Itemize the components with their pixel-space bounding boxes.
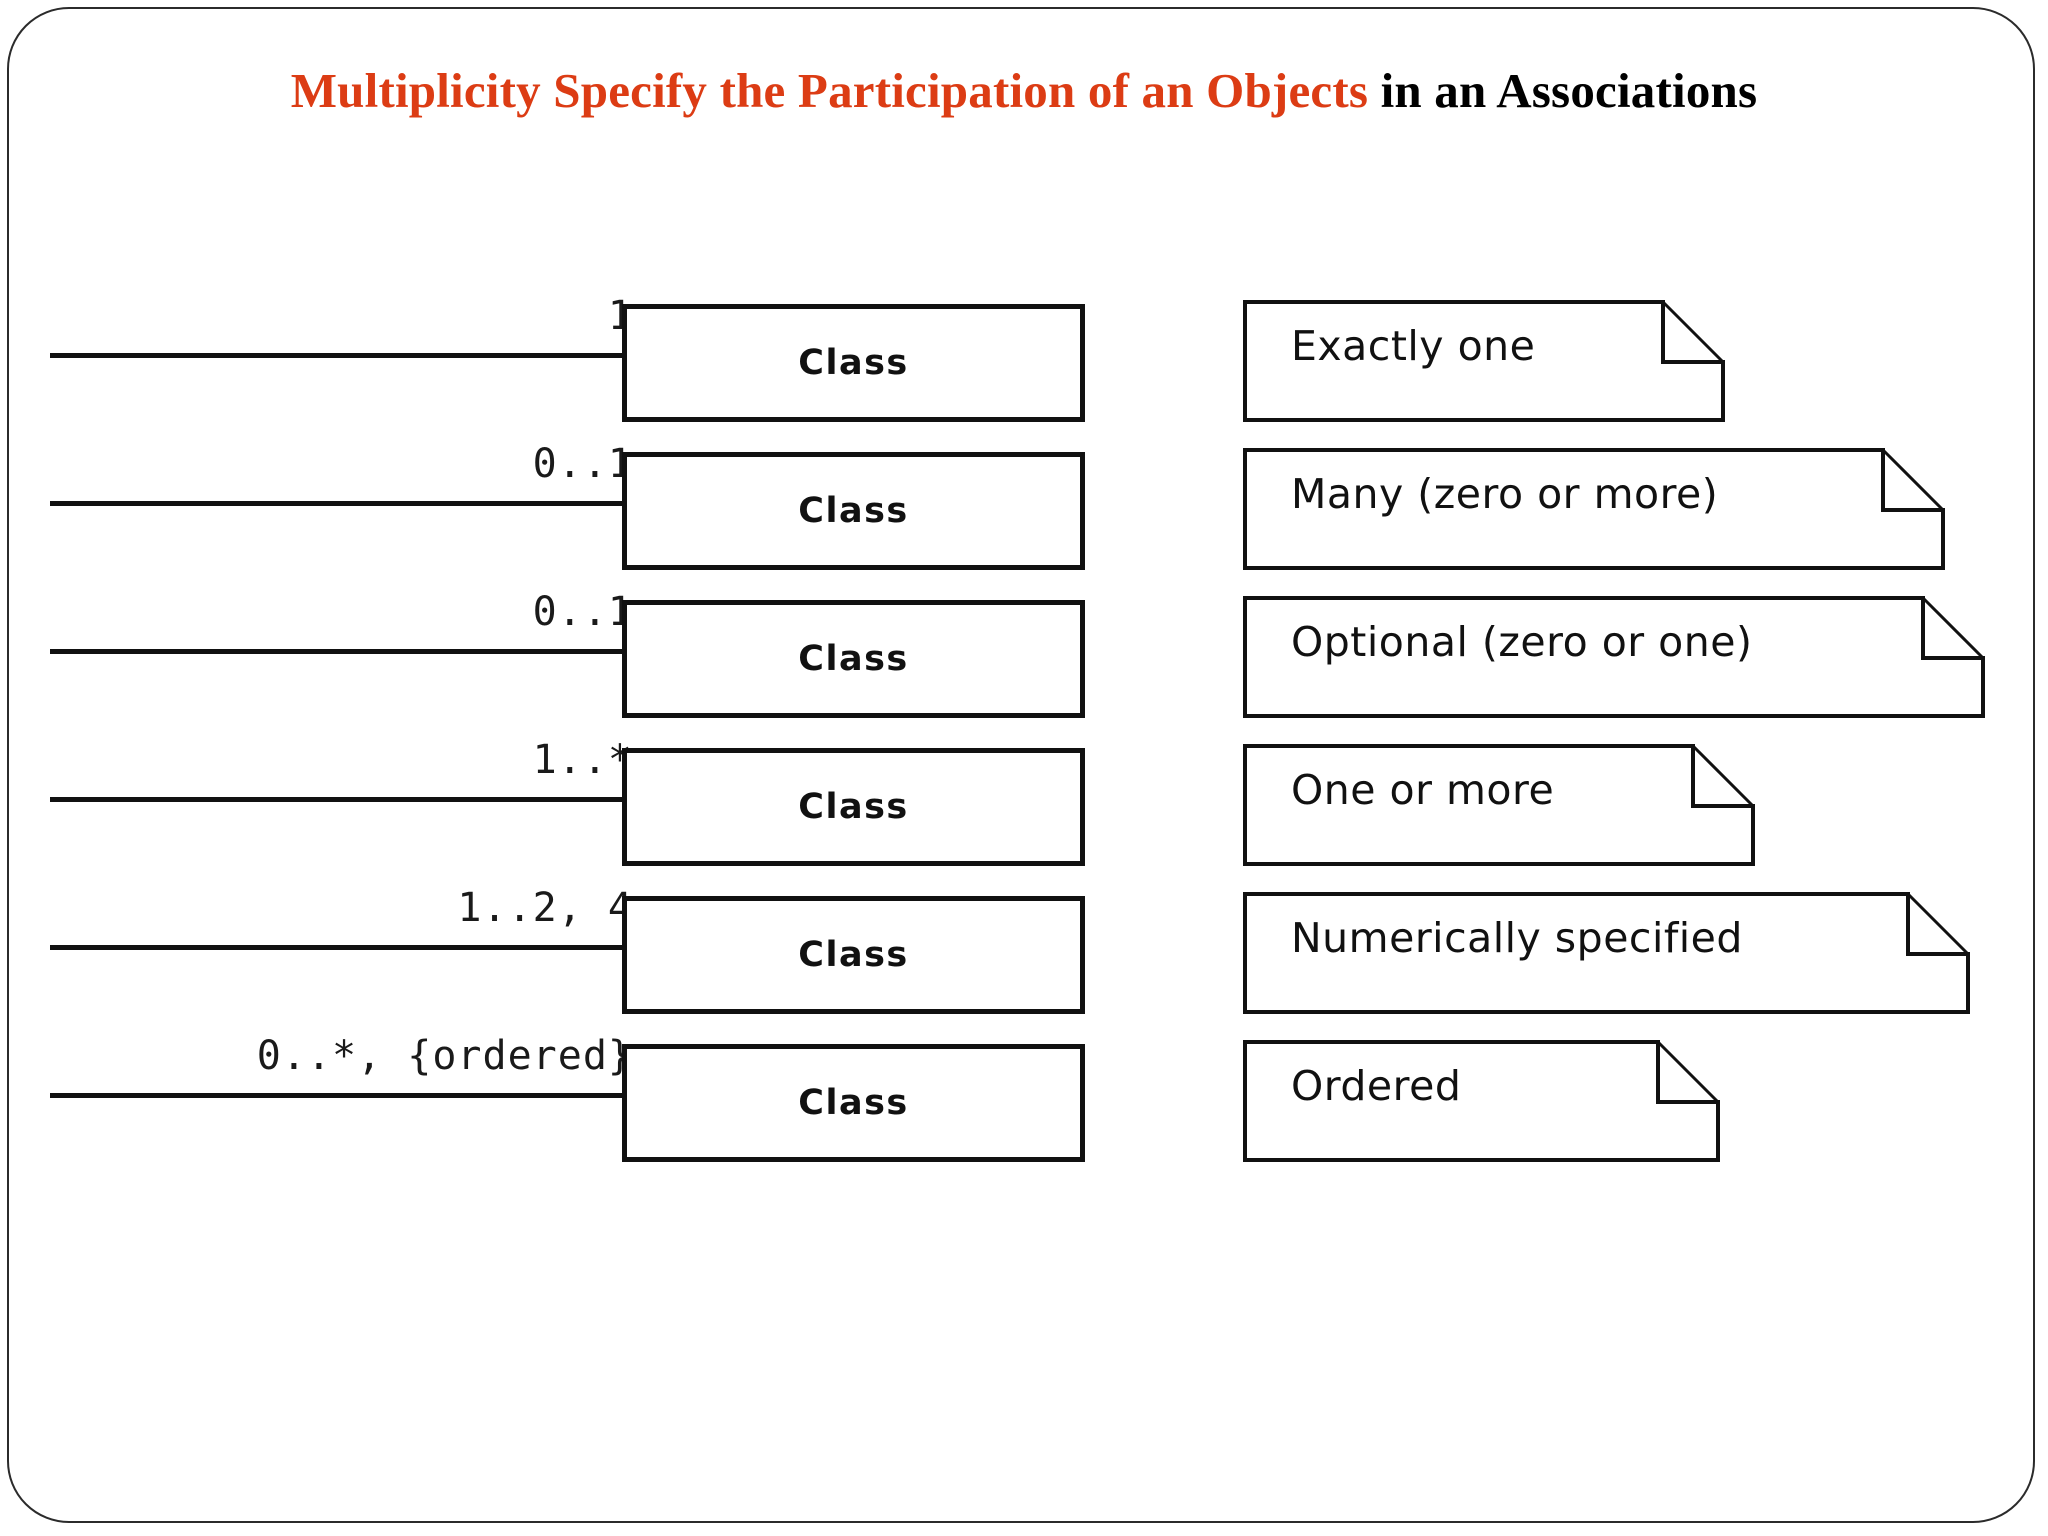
multiplicity-row: 1..2, 4 Class Numerically specified [0,884,2048,1034]
note-fold-line [1691,744,1755,808]
uml-note[interactable]: Many (zero or more) [1243,448,1945,570]
note-outline [1243,744,1755,866]
note-fold-line [1661,300,1725,364]
multiplicity-label: 0..*, {ordered} [256,1033,633,1079]
class-box[interactable]: Class [622,304,1085,422]
note-fold-line [1656,1040,1720,1104]
association-line [50,501,625,506]
class-box[interactable]: Class [622,896,1085,1014]
association-line [50,945,625,950]
class-box[interactable]: Class [622,452,1085,570]
association-line [50,797,625,802]
uml-note[interactable]: Exactly one [1243,300,1725,422]
multiplicity-label: 0..1 [532,589,633,635]
class-box-label: Class [798,639,909,679]
note-label: One or more [1291,766,1555,814]
uml-note[interactable]: Optional (zero or one) [1243,596,1985,718]
note-label: Many (zero or more) [1291,470,1719,518]
multiplicity-row: 0..*, {ordered} Class Ordered [0,1032,2048,1182]
note-label: Numerically specified [1291,914,1743,962]
note-outline [1243,596,1985,718]
multiplicity-label: 0..1 [532,441,633,487]
page-title-plain: in an Associations [1368,63,1758,118]
class-box-label: Class [798,787,909,827]
note-outline [1243,448,1945,570]
note-fold-line [1881,448,1945,512]
note-outline [1243,1040,1720,1162]
note-label: Exactly one [1291,322,1536,370]
note-fold-line [1906,892,1970,956]
class-box[interactable]: Class [622,600,1085,718]
multiplicity-label: 1..* [532,737,633,783]
page-title-highlight: Multiplicity Specify the Participation o… [290,63,1369,118]
uml-note[interactable]: One or more [1243,744,1755,866]
class-box-label: Class [798,935,909,975]
multiplicity-label: 1..2, 4 [457,885,633,931]
association-line [50,1093,625,1098]
note-fold-line [1921,596,1985,660]
association-line [50,353,625,358]
uml-note[interactable]: Ordered [1243,1040,1720,1162]
class-box-label: Class [798,491,909,531]
class-box[interactable]: Class [622,748,1085,866]
multiplicity-row: 1..* Class One or more [0,736,2048,886]
page-title: Multiplicity Specify the Participation o… [0,62,2048,119]
class-box-label: Class [798,1083,909,1123]
association-line [50,649,625,654]
uml-note[interactable]: Numerically specified [1243,892,1970,1014]
class-box[interactable]: Class [622,1044,1085,1162]
note-label: Ordered [1291,1062,1462,1110]
note-outline [1243,892,1970,1014]
note-outline [1243,300,1725,422]
class-box-label: Class [798,343,909,383]
note-label: Optional (zero or one) [1291,618,1753,666]
